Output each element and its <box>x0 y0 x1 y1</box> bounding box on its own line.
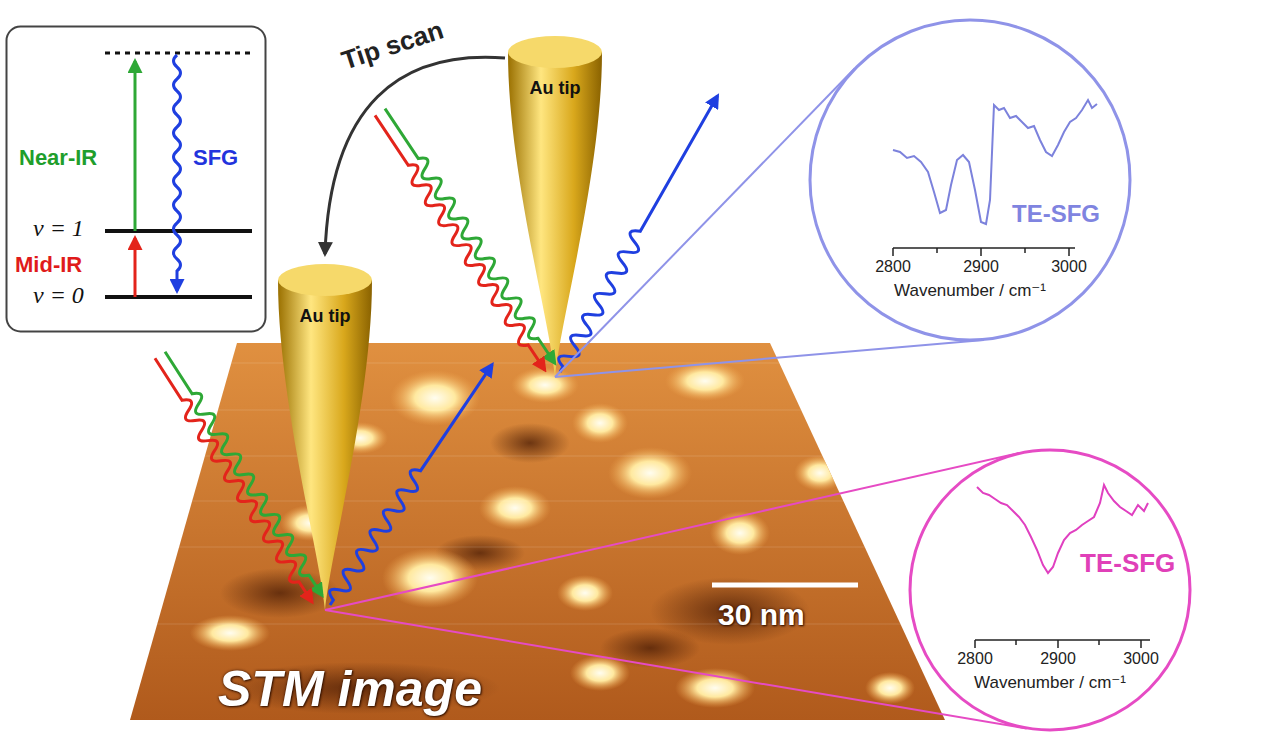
inset-outline-part <box>174 55 181 291</box>
stm-surface-part-part <box>794 455 846 491</box>
spectrum-circle-outline-part-part-part <box>974 640 976 648</box>
stm-surface-part-part <box>190 615 270 651</box>
inset-outline-part <box>105 295 252 299</box>
spectrum-circle: TE-SFG 2800 2900 3000Wavenumber / cm⁻¹ <box>908 448 1192 732</box>
spectrum-circle-outline-part <box>910 450 1190 730</box>
inset-outline-part <box>7 27 266 332</box>
gold-tip: Au tip <box>505 30 605 377</box>
tick-label: 2800 <box>875 258 911 276</box>
spectrum-circle-outline-part-part-part <box>980 248 982 256</box>
spectrum-circle-outline-part-part-part <box>1140 640 1142 648</box>
stm-surface-part-part <box>570 655 630 691</box>
level-label: v = 1 <box>33 215 84 242</box>
beam-label: Mid-IR <box>15 252 82 278</box>
inset-outline-part <box>105 229 252 233</box>
tick-label: 2900 <box>963 258 999 276</box>
stm-surface-part-part-part <box>130 624 947 625</box>
axis-label: Wavenumber / cm⁻¹ <box>974 672 1126 693</box>
image-title: STM image <box>218 660 482 718</box>
spectrum-title: TE-SFG <box>1012 200 1100 228</box>
axis-label: Wavenumber / cm⁻¹ <box>894 280 1046 301</box>
scale-bar-label: 30 nm <box>718 598 805 632</box>
tip-cone-part <box>278 280 372 610</box>
stm-surface-part-part-part <box>130 456 947 457</box>
spectrum-circle-outline-part-part-part <box>1098 640 1100 645</box>
spectrum-title: TE-SFG <box>1080 548 1175 579</box>
stm-surface-part-part <box>390 370 480 426</box>
spectrum-circle-outline-part-part-part <box>1057 640 1059 648</box>
stm-image: 30 nm STM image <box>130 343 947 722</box>
tick-label: 3000 <box>1123 650 1159 668</box>
tip-label: Au tip <box>530 78 581 99</box>
spectrum-circle-outline-part-part <box>975 640 1150 648</box>
inset-outline-part <box>134 238 137 297</box>
stm-surface-part-part-part <box>130 501 947 502</box>
stm-surface-part-part <box>490 423 570 463</box>
tick-label: 2900 <box>1040 650 1076 668</box>
stm-surface-part-part <box>130 363 947 624</box>
stm-surface-part <box>130 343 945 720</box>
spectrum-circle-outline-part-part-part <box>936 248 938 253</box>
spectrum-circle-outline-part <box>893 100 1097 256</box>
stm-surface-part-part <box>865 672 915 704</box>
tip-label: Au tip <box>300 306 351 327</box>
spectrum-circle-outline-part-part <box>893 248 1075 256</box>
stm-surface-part-part-part <box>130 547 947 548</box>
inset-outline-part <box>134 61 137 231</box>
beam-label: Near-IR <box>19 145 97 171</box>
tick-label: 2800 <box>957 650 993 668</box>
level-label: v = 0 <box>33 282 84 309</box>
spectrum-circle-outline-part-part-part <box>1068 248 1070 256</box>
stm-surface-part-part <box>665 361 745 401</box>
stm-surface-part-part <box>382 548 478 608</box>
stm-surface-part-part-part <box>130 363 947 364</box>
stm-surface-part-part-part <box>130 410 947 411</box>
stm-surface-part-part <box>572 403 628 443</box>
stm-surface-part-part <box>608 447 692 499</box>
spectrum-circle-outline-part-part-part <box>893 247 1075 249</box>
tip-cone-part <box>508 36 602 68</box>
scan-arrow-part <box>325 57 505 254</box>
spectrum-circle-outline-part-part-part <box>1024 248 1026 253</box>
spectrum-circle: TE-SFG 2800 2900 3000Wavenumber / cm⁻¹ <box>808 18 1132 342</box>
spectrum-circle-outline-part <box>810 20 1130 340</box>
stm-surface-part-part <box>479 486 551 530</box>
beam-label: SFG <box>193 145 238 171</box>
tick-label: 3000 <box>1051 258 1087 276</box>
energy-diagram-inset: Near-IR SFG Mid-IR v = 1 v = 0 <box>5 25 267 333</box>
inset-outline-part <box>105 52 252 55</box>
scan-arrow <box>325 57 505 254</box>
stm-surface-part-part <box>710 511 770 555</box>
edge-label: Tip scan <box>338 15 447 77</box>
tip-cone-part <box>508 52 602 377</box>
spectrum-circle-outline-part-part-part <box>975 639 1150 641</box>
tip-cone-part <box>278 264 372 296</box>
stm-surface-part-part <box>511 367 579 403</box>
leader-lines-part <box>555 68 855 377</box>
spectrum-circle-outline-part-part-part <box>1015 640 1017 645</box>
stm-surface-part-part <box>675 668 755 708</box>
gold-tip: Au tip <box>275 258 375 610</box>
stm-surface-part <box>712 583 858 588</box>
spectrum-circle-outline-part-part-part <box>892 248 894 256</box>
stm-surface-part-part <box>557 575 613 611</box>
